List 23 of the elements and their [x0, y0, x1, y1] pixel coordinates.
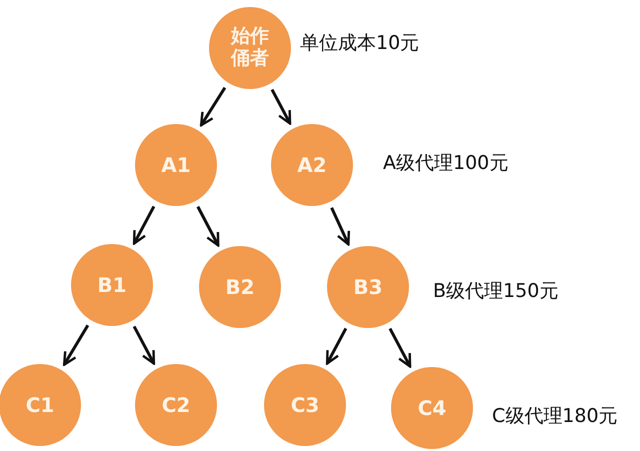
- node-label: B1: [97, 274, 127, 296]
- level-label: B级代理150元: [433, 279, 558, 304]
- node-label: C3: [290, 394, 320, 416]
- node-label: C1: [26, 394, 54, 416]
- arrow: [132, 206, 156, 245]
- node-label: A1: [161, 154, 191, 176]
- node-label: B3: [353, 276, 383, 298]
- arrow: [270, 88, 292, 125]
- node-label: B2: [225, 276, 255, 298]
- node-label: C2: [162, 394, 190, 416]
- arrow: [62, 324, 90, 366]
- node-label: C4: [418, 396, 446, 420]
- arrow: [196, 206, 220, 247]
- arrow: [326, 328, 348, 365]
- level-label: A级代理100元: [383, 151, 508, 176]
- node-label: A2: [297, 154, 327, 176]
- node-label: 始作俑者: [230, 26, 270, 70]
- level-label: 单位成本10元: [300, 31, 420, 56]
- arrow: [388, 328, 412, 368]
- arrow: [330, 207, 350, 246]
- arrow: [132, 326, 156, 365]
- level-label: C级代理180元: [492, 404, 618, 429]
- arrow: [200, 86, 226, 126]
